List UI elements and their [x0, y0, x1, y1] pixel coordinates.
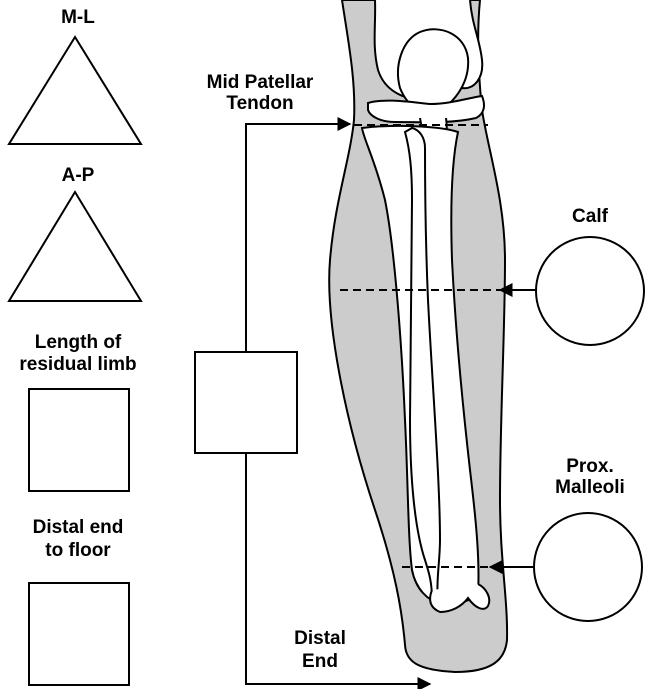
ml-triangle[interactable]: [9, 37, 141, 144]
prox-malleoli-circle[interactable]: [534, 513, 642, 621]
calf-circle[interactable]: [536, 237, 644, 345]
ap-triangle[interactable]: [9, 192, 141, 301]
